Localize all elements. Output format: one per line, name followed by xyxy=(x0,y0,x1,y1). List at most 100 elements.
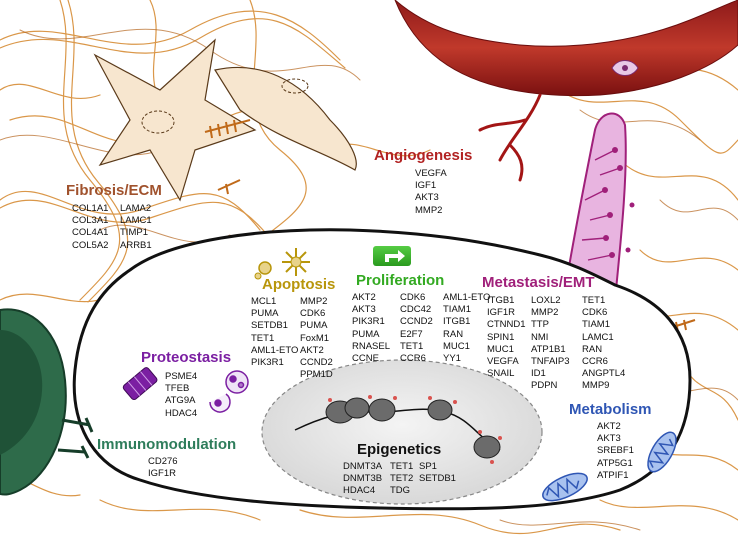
gene-label: MMP2 xyxy=(415,204,443,216)
angiogenesis-title: Angiogenesis xyxy=(374,147,473,164)
gene-label: TDG xyxy=(390,485,411,497)
gene-label: TIMP1 xyxy=(120,227,148,239)
nucleus xyxy=(261,359,543,505)
gene-label: TIAM1 xyxy=(443,304,471,316)
gene-label: RNASEL xyxy=(352,340,391,352)
gene-label: LAMC1 xyxy=(582,331,614,343)
gene-label: CCND2 xyxy=(300,356,333,368)
gene-label: TIAM1 xyxy=(582,319,610,331)
chromatin-icon xyxy=(294,395,502,464)
gene-label: SNAIL xyxy=(487,368,515,380)
proteostasis-genes: PSME4 TFEB ATG9A HDAC4 xyxy=(165,371,197,420)
gene-label: TET2 xyxy=(390,473,414,485)
gene-label: LOXL2 xyxy=(531,295,561,306)
gene-label: RAN xyxy=(443,328,464,340)
gene-label: MCL1 xyxy=(251,296,277,307)
proteasome-icon xyxy=(122,367,158,401)
gene-label: CCND2 xyxy=(400,316,433,328)
metabolism-genes: AKT2 AKT3 SREBF1 ATP5G1 ATPIF1 xyxy=(597,421,634,482)
fibroblast-cells xyxy=(93,38,696,333)
gene-label: MMP2 xyxy=(531,307,559,319)
epigenetics-genes-col1: DNMT3A DNMT3B HDAC4 xyxy=(343,461,382,498)
gene-label: CCR6 xyxy=(400,352,426,364)
gene-label: VEGFA xyxy=(415,168,447,179)
gene-label: AKT2 xyxy=(300,344,324,356)
gene-label: MMP2 xyxy=(300,296,328,307)
immunomodulation-genes: CD276 IGF1R xyxy=(148,456,178,480)
gene-label: SETDB1 xyxy=(251,320,288,332)
gene-label: CDK6 xyxy=(300,308,326,320)
gene-label: PIK3R1 xyxy=(251,356,284,368)
gene-label: HDAC4 xyxy=(343,485,376,497)
gene-label: CDK6 xyxy=(582,307,608,319)
invasive-protrusion xyxy=(563,112,635,302)
apoptosis-genes-col1: MCL1 PUMA SETDB1 TET1 AML1-ETO PIK3R1 xyxy=(251,296,298,369)
blood-vessel xyxy=(394,0,738,182)
gene-label: LAMA2 xyxy=(120,203,152,214)
gene-label: YY1 xyxy=(443,352,461,364)
gene-label: MMP9 xyxy=(582,380,610,392)
immune-cell xyxy=(0,308,94,496)
epigenetics-genes-col2: TET1 TET2 TDG xyxy=(390,461,413,498)
gene-label: COL1A1 xyxy=(72,203,109,214)
gene-label: COL5A2 xyxy=(72,239,109,251)
gene-label: PUMA xyxy=(352,328,380,340)
gene-label: COL4A1 xyxy=(72,227,109,239)
gene-label: AML1-ETO xyxy=(443,292,491,303)
gene-label: TFEB xyxy=(165,383,190,395)
gene-label: ITGB1 xyxy=(443,316,471,328)
gene-label: SETDB1 xyxy=(419,473,456,485)
gene-label: DNMT3B xyxy=(343,473,383,485)
gene-label: TNFAIP3 xyxy=(531,355,570,367)
gene-label: SREBF1 xyxy=(597,445,634,457)
gene-label: SP1 xyxy=(419,461,437,472)
gene-label: E2F7 xyxy=(400,328,423,340)
immunomodulation-title: Immunomodulation xyxy=(97,436,237,453)
autophagosome-icon xyxy=(209,370,249,413)
gene-label: MUC1 xyxy=(443,340,470,352)
gene-label: ITGB1 xyxy=(487,295,515,306)
gene-label: IGF1R xyxy=(148,468,176,480)
gene-label: MUC1 xyxy=(487,343,514,355)
gene-label: AKT3 xyxy=(597,433,621,445)
mitochondria-icon xyxy=(542,431,677,502)
gene-label: TET1 xyxy=(400,340,424,352)
gene-label: SPIN1 xyxy=(487,331,515,343)
proteostasis-title: Proteostasis xyxy=(141,349,232,366)
apoptosis-icon xyxy=(254,248,310,280)
gene-label: RAN xyxy=(582,343,603,355)
gene-label: COL3A1 xyxy=(72,215,109,227)
apoptosis-title: Apoptosis xyxy=(262,276,336,293)
gene-label: TET1 xyxy=(390,461,414,472)
proliferation-genes-col2: CDK6 CDC42 CCND2 E2F7 TET1 CCR6 xyxy=(400,292,433,365)
proliferation-title: Proliferation xyxy=(356,272,445,289)
gene-label: PPM1D xyxy=(300,369,333,381)
gene-label: AKT2 xyxy=(352,292,376,303)
proliferation-icon xyxy=(373,246,411,266)
proliferation-genes-col1: AKT2 AKT3 PIK3R1 PUMA RNASEL CCNE xyxy=(352,292,390,365)
gene-label: FoxM1 xyxy=(300,332,330,344)
gene-label: ARRB1 xyxy=(120,239,152,251)
gene-label: VEGFA xyxy=(487,355,519,367)
gene-label: PUMA xyxy=(251,308,279,320)
gene-label: PIK3R1 xyxy=(352,316,385,328)
cell-in-vessel-icon xyxy=(611,60,639,76)
metastasis-genes-col3: TET1 CDK6 TIAM1 LAMC1 RAN CCR6 ANGPTL4 M… xyxy=(582,295,625,393)
gene-label: AKT2 xyxy=(597,421,621,432)
gene-label: AML1-ETO xyxy=(251,344,299,356)
apoptosis-genes-col2: MMP2 CDK6 PUMA FoxM1 AKT2 CCND2 PPM1D xyxy=(300,296,333,381)
metabolism-title: Metabolism xyxy=(569,401,652,418)
gene-label: CTNND1 xyxy=(487,319,526,331)
gene-label: CD276 xyxy=(148,456,178,467)
metastasis-genes-col2: LOXL2 MMP2 TTP NMI ATP1B1 TNFAIP3 ID1 PD… xyxy=(531,295,570,393)
fibrosis-genes-col1: COL1A1 COL3A1 COL4A1 COL5A2 xyxy=(72,203,108,252)
gene-label: ID1 xyxy=(531,368,546,380)
gene-label: ATP1B1 xyxy=(531,343,566,355)
gene-label: DNMT3A xyxy=(343,461,383,472)
fibrosis-genes-col2: LAMA2 LAMC1 TIMP1 ARRB1 xyxy=(120,203,152,252)
gene-label: TET1 xyxy=(251,332,275,344)
gene-label: IGF1 xyxy=(415,180,437,192)
gene-label: CCR6 xyxy=(582,355,608,367)
gene-label: ANGPTL4 xyxy=(582,368,626,380)
